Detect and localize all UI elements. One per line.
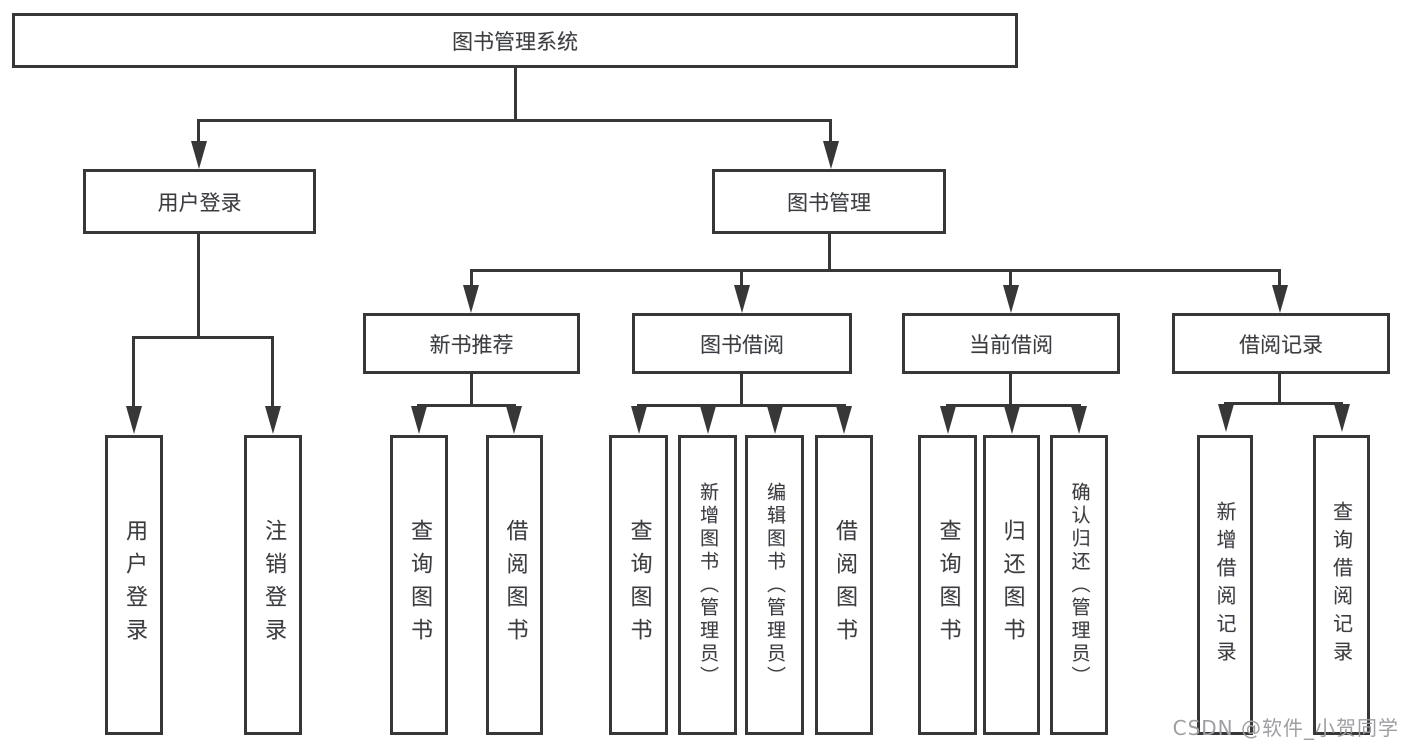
node-user-login: 用户登录 (83, 169, 316, 234)
node-borrow-records: 借阅记录 (1172, 313, 1390, 374)
connector-line (1009, 269, 1012, 287)
node-label: 图书管理系统 (452, 29, 578, 54)
connector-line (417, 404, 516, 407)
arrow-down-icon (836, 406, 852, 434)
connector-line (1009, 374, 1012, 407)
connector-line (1278, 269, 1281, 287)
arrow-down-icon (506, 406, 522, 434)
node-book-borrow: 图书借阅 (632, 313, 852, 374)
arrow-down-icon (1003, 285, 1019, 313)
arrow-down-icon (463, 285, 479, 313)
leaf-add-borrow-record: 新增借阅记录 (1197, 435, 1253, 735)
arrow-down-icon (823, 141, 839, 169)
leaf-edit-books-admin: 编辑图书（管理员） (745, 435, 804, 735)
node-label: 查询图书 (935, 519, 961, 651)
connector-line (271, 336, 274, 408)
node-label: 用户登录 (157, 190, 242, 215)
connector-line (946, 404, 1081, 407)
arrow-down-icon (1218, 404, 1234, 432)
node-label: 新书推荐 (429, 332, 514, 357)
arrow-down-icon (191, 141, 207, 169)
leaf-return-books: 归还图书 (983, 435, 1040, 735)
connector-line (470, 269, 1281, 272)
leaf-borrow-books-2: 借阅图书 (815, 435, 873, 735)
arrow-down-icon (126, 406, 142, 434)
connector-line (197, 119, 200, 147)
node-label: 图书借阅 (700, 332, 784, 357)
leaf-query-borrow-record: 查询借阅记录 (1313, 435, 1370, 735)
arrow-down-icon (411, 406, 427, 434)
leaf-query-books-3: 查询图书 (918, 435, 977, 735)
node-label: 新增借阅记录 (1213, 501, 1237, 669)
connector-line (470, 374, 473, 407)
leaf-query-books-2: 查询图书 (609, 435, 668, 735)
node-label: 借阅图书 (832, 519, 857, 651)
node-label: 确认归还（管理员） (1068, 481, 1091, 689)
connector-line (828, 234, 831, 272)
leaf-user-login: 用户登录 (105, 435, 163, 735)
arrow-down-icon (767, 406, 783, 434)
leaf-add-books-admin: 新增图书（管理员） (678, 435, 737, 735)
connector-line (132, 336, 135, 408)
arrow-down-icon (1272, 285, 1288, 313)
connector-line (470, 269, 473, 287)
node-label: 借阅图书 (502, 519, 528, 651)
connector-line (1224, 402, 1343, 405)
node-label: 归还图书 (999, 519, 1025, 651)
node-label: 查询图书 (407, 519, 432, 651)
connector-line (514, 68, 517, 122)
arrow-down-icon (734, 285, 750, 313)
connector-line (132, 336, 274, 339)
connector-line (740, 269, 743, 287)
node-current-borrow: 当前借阅 (902, 313, 1120, 374)
arrow-down-icon (265, 406, 281, 434)
leaf-logout: 注销登录 (244, 435, 302, 735)
arrow-down-icon (940, 406, 956, 434)
leaf-query-books-1: 查询图书 (390, 435, 448, 735)
connector-line (197, 234, 200, 338)
node-label: 借阅记录 (1239, 332, 1323, 357)
arrow-down-icon (1071, 406, 1087, 434)
connector-line (829, 119, 832, 147)
node-label: 查询图书 (626, 519, 652, 651)
connector-line (740, 374, 743, 407)
node-label: 注销登录 (261, 519, 286, 651)
connector-line (1278, 374, 1281, 405)
node-label: 图书管理 (787, 190, 871, 215)
node-label: 新增图书（管理员） (697, 481, 719, 689)
leaf-confirm-return-admin: 确认归还（管理员） (1050, 435, 1108, 735)
node-label: 编辑图书（管理员） (764, 481, 786, 689)
node-label: 当前借阅 (969, 332, 1053, 357)
arrow-down-icon (631, 406, 647, 434)
csdn-watermark: CSDN @软件_小贺同学 (1172, 716, 1399, 740)
leaf-borrow-books-1: 借阅图书 (486, 435, 543, 735)
arrow-down-icon (700, 406, 716, 434)
arrow-down-icon (1004, 406, 1020, 434)
arrow-down-icon (1334, 404, 1350, 432)
node-label: 查询借阅记录 (1329, 501, 1354, 669)
connector-line (637, 404, 846, 407)
connector-line (197, 119, 831, 122)
node-label: 用户登录 (122, 519, 147, 651)
node-book-management: 图书管理 (712, 169, 946, 234)
node-system-root: 图书管理系统 (12, 13, 1018, 68)
node-new-book-recommend: 新书推荐 (363, 313, 580, 374)
